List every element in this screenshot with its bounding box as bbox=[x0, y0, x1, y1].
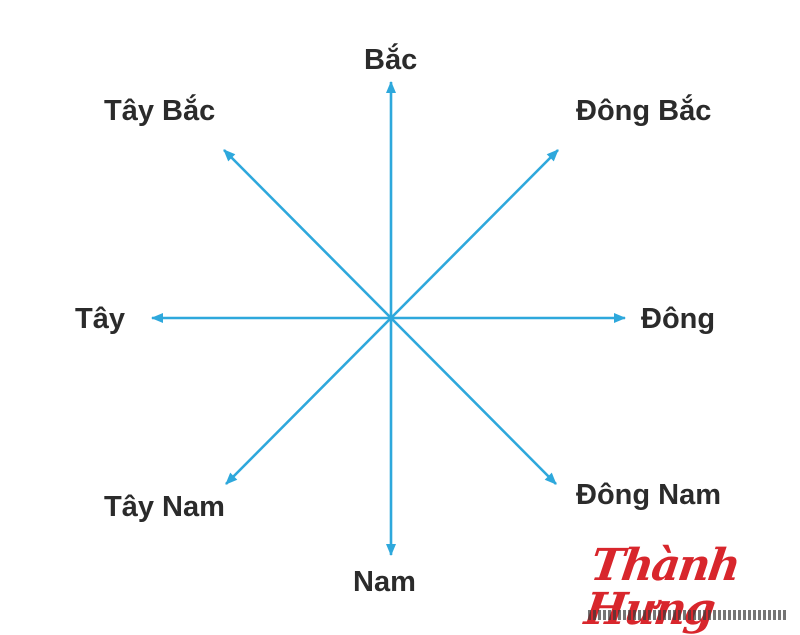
label-north: Bắc bbox=[364, 44, 418, 76]
compass-center bbox=[388, 315, 394, 321]
brand-watermark-tagline bbox=[588, 610, 788, 620]
arrow-northwest bbox=[223, 149, 392, 319]
arrow-northeast bbox=[390, 149, 559, 319]
brand-watermark-logo: Thành Hưng bbox=[581, 540, 798, 635]
arrow-southwest bbox=[225, 317, 392, 485]
label-east: Đông bbox=[641, 303, 716, 335]
arrow-southeast bbox=[390, 317, 557, 485]
label-northwest: Tây Bắc bbox=[104, 95, 216, 127]
label-south: Nam bbox=[353, 566, 416, 598]
label-southwest: Tây Nam bbox=[104, 491, 225, 523]
compass-arrows bbox=[151, 81, 626, 556]
label-southeast: Đông Nam bbox=[576, 479, 721, 511]
label-northeast: Đông Bắc bbox=[576, 95, 712, 127]
label-west: Tây bbox=[75, 303, 125, 335]
